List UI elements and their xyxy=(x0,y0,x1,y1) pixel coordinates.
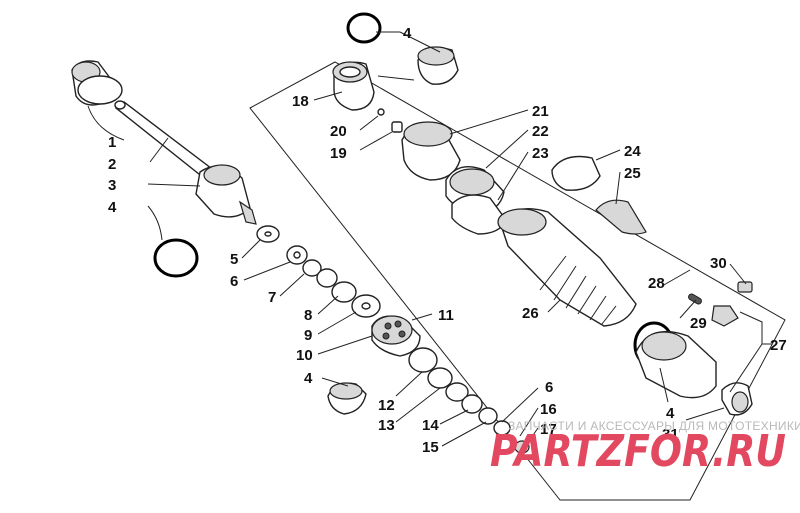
callout-1: 1 xyxy=(108,134,116,151)
part-3-rod-end xyxy=(195,164,257,225)
callout-5: 5 xyxy=(230,251,238,268)
part-21-sleeve xyxy=(401,121,461,181)
callout-4: 4 xyxy=(403,25,412,42)
callout-30: 30 xyxy=(710,255,727,272)
part-4-oring-left xyxy=(153,238,199,278)
callout-23: 23 xyxy=(532,145,549,162)
part-1-eyelet xyxy=(71,60,123,106)
callout-4: 4 xyxy=(304,370,313,387)
part-25-bumper xyxy=(595,199,647,235)
callout-29: 29 xyxy=(690,315,707,332)
callout-25: 25 xyxy=(624,165,641,182)
callout-9: 9 xyxy=(304,327,312,344)
callout-12: 12 xyxy=(378,397,395,414)
callout-21: 21 xyxy=(532,103,549,120)
callout-16: 16 xyxy=(540,401,557,418)
callout-18: 18 xyxy=(292,93,309,110)
callout-15: 15 xyxy=(422,439,439,456)
part-28-29-valve-core xyxy=(688,293,739,327)
part-27-reservoir xyxy=(635,330,717,399)
callout-10: 10 xyxy=(296,347,313,364)
part-31-bushing xyxy=(721,382,753,416)
callout-8: 8 xyxy=(304,307,312,324)
callout-24: 24 xyxy=(624,143,641,160)
callout-13: 13 xyxy=(378,417,395,434)
part-4-oring-top xyxy=(346,12,382,44)
callout-4: 4 xyxy=(108,199,117,216)
callouts: 1 2 3 4 5 6 7 8 9 10 11 4 12 13 14 15 6 … xyxy=(108,25,787,456)
part-4-piston-band xyxy=(327,382,367,415)
watermark: ЗАПЧАСТИ И АКСЕССУАРЫ ДЛЯ МОТОТЕХНИКИ PA… xyxy=(490,419,800,477)
part-24-snap-ring xyxy=(551,155,601,191)
callout-27: 27 xyxy=(770,337,787,354)
watermark-tagline: ЗАПЧАСТИ И АКСЕССУАРЫ ДЛЯ МОТОТЕХНИКИ xyxy=(508,419,800,433)
callout-17: 17 xyxy=(540,421,557,438)
callout-19: 19 xyxy=(330,145,347,162)
part-22-23-lock-rings xyxy=(445,166,507,235)
callout-28: 28 xyxy=(648,275,665,292)
callout-11: 11 xyxy=(438,307,454,324)
callout-2: 2 xyxy=(108,156,116,173)
callout-7: 7 xyxy=(268,289,276,306)
callout-26: 26 xyxy=(522,305,539,322)
shim-stack-upper xyxy=(256,225,381,318)
part-18-end-cap xyxy=(332,61,375,111)
callout-4: 4 xyxy=(666,405,675,422)
shim-stack-lower xyxy=(408,347,530,454)
leader-lines xyxy=(87,31,772,449)
callout-22: 22 xyxy=(532,123,549,140)
callout-31: 31 xyxy=(662,426,679,443)
watermark-logo: PARTZFOR.RU xyxy=(490,426,786,477)
part-4-bearing-upper xyxy=(417,46,459,85)
callout-6: 6 xyxy=(545,379,553,396)
part-26-shock-body xyxy=(497,208,637,327)
callout-6: 6 xyxy=(230,273,238,290)
callout-14: 14 xyxy=(422,417,439,434)
callout-3: 3 xyxy=(108,177,116,194)
part-11-piston xyxy=(371,315,421,357)
callout-20: 20 xyxy=(330,123,347,140)
part-19-20-valve xyxy=(377,108,403,133)
